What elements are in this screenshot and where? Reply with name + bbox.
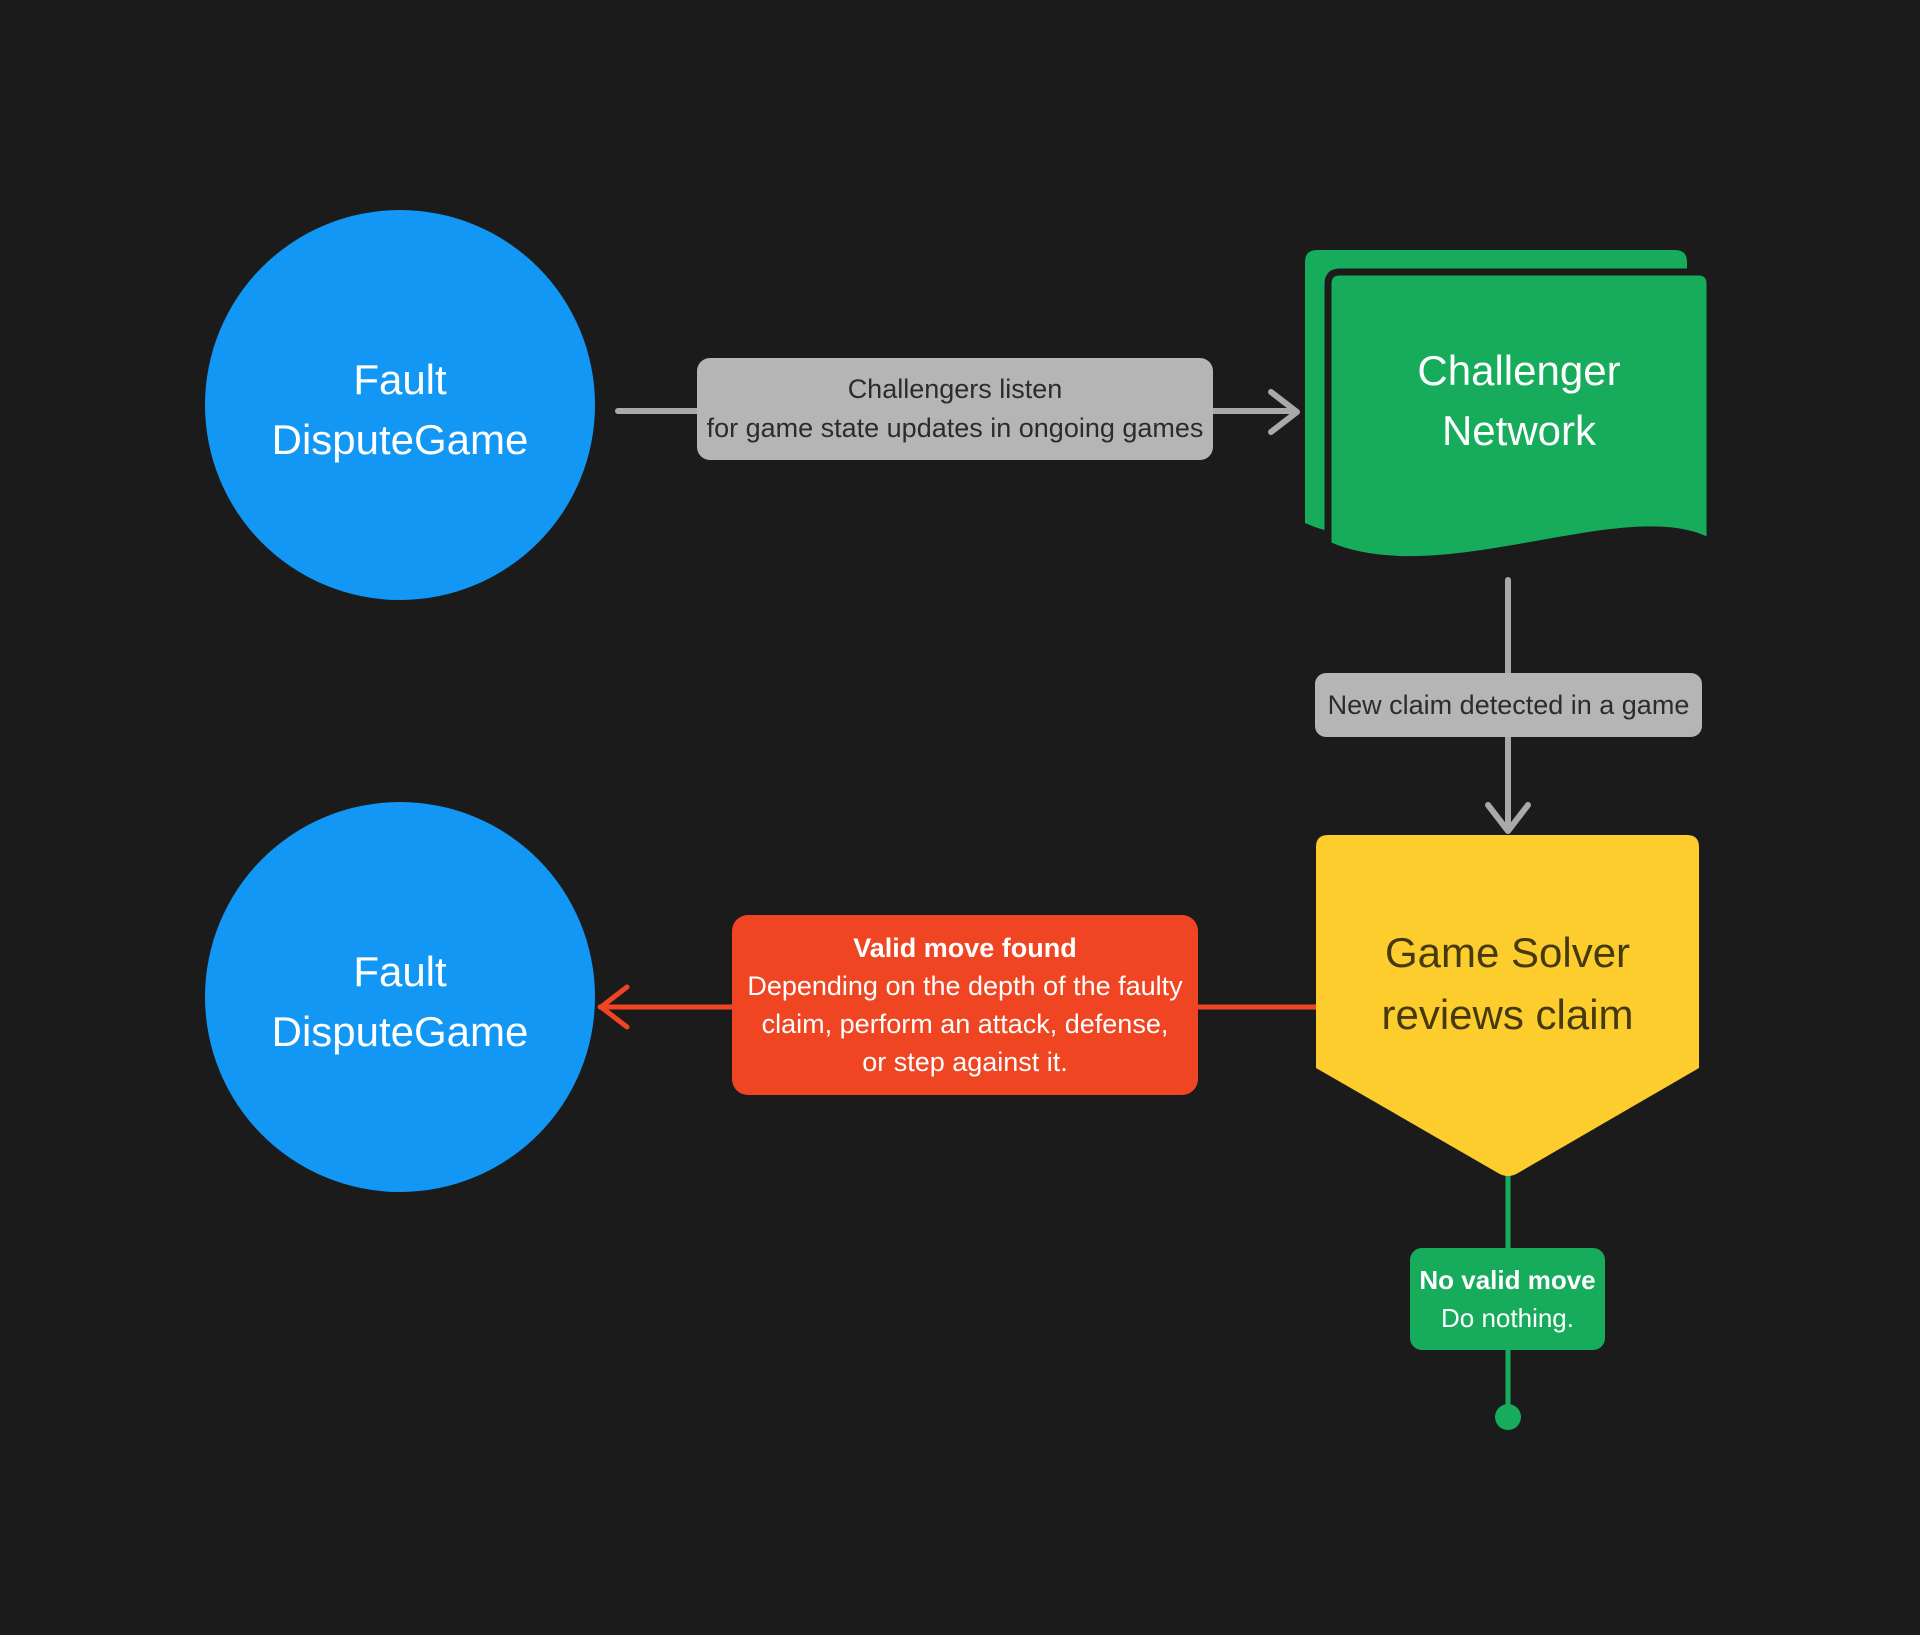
label-line: or step against it. — [862, 1047, 1068, 1077]
node-title-line: Fault — [353, 948, 447, 995]
arrowhead-right-icon — [1268, 389, 1300, 435]
label-new-claim: New claim detected in a game — [1315, 673, 1702, 737]
label-title: No valid move — [1419, 1265, 1596, 1295]
document-front-shape — [1324, 268, 1714, 563]
label-line: Challengers listen — [847, 374, 1063, 404]
node-title-line: Fault — [353, 356, 447, 403]
arrowhead-left-icon — [598, 984, 630, 1030]
label-line: for game state updates in ongoing games — [706, 413, 1204, 443]
label-line: Depending on the depth of the faulty — [747, 971, 1183, 1001]
label-title: Valid move found — [853, 933, 1077, 963]
label-line: claim, perform an attack, defense, — [761, 1009, 1169, 1039]
label-line: Do nothing. — [1441, 1303, 1574, 1333]
node-title-line: DisputeGame — [271, 416, 529, 463]
node-game-solver — [1316, 835, 1699, 1176]
node-fault-disputegame-top: Fault DisputeGame — [205, 210, 595, 600]
label-challengers-listen: Challengers listen for game state update… — [697, 358, 1213, 460]
node-title-line: DisputeGame — [271, 1008, 529, 1055]
end-dot — [1495, 1404, 1521, 1430]
node-fault-disputegame-bottom: Fault DisputeGame — [205, 802, 595, 1192]
label-valid-move: Valid move found Depending on the depth … — [732, 915, 1198, 1095]
label-line: New claim detected in a game — [1327, 689, 1690, 720]
arrowhead-down-icon — [1485, 802, 1531, 834]
label-no-valid-move: No valid move Do nothing. — [1410, 1248, 1605, 1350]
node-challenger-network — [1305, 250, 1714, 563]
pointed-banner-shape — [1316, 835, 1699, 1176]
